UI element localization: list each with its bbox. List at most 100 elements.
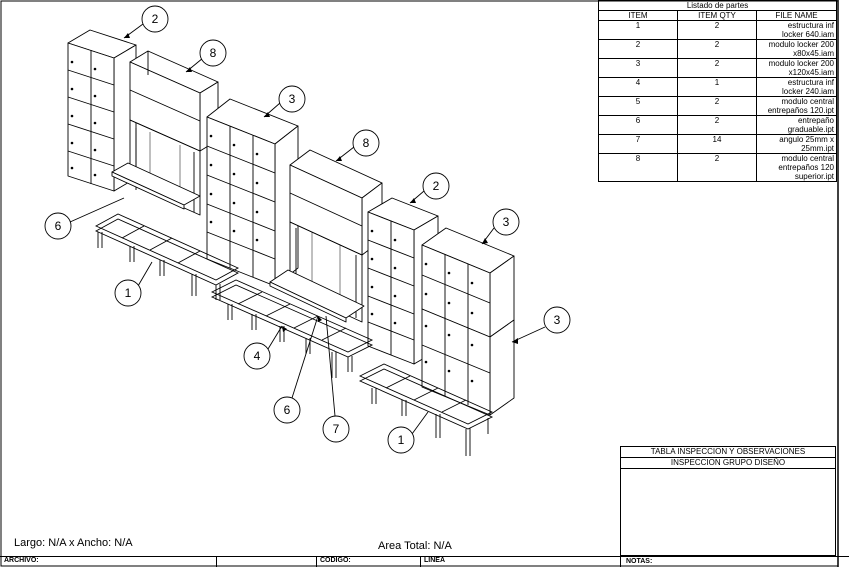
- balloon-7: 7: [322, 315, 350, 443]
- balloon-1-right: 1: [387, 411, 429, 454]
- balloon-4: 4: [243, 325, 283, 370]
- cell-qty: 2: [677, 58, 757, 78]
- shelf-6-right: [269, 269, 365, 323]
- balloon-label: 8: [210, 46, 217, 60]
- cell-qty: 2: [677, 153, 757, 182]
- locker-module-3-middle: [206, 98, 299, 287]
- balloon-label: 2: [433, 179, 440, 193]
- balloon-label: 6: [55, 219, 62, 233]
- cell-item: 6: [598, 115, 678, 135]
- cell-item: 8: [598, 153, 678, 182]
- balloon-label: 6: [284, 403, 291, 417]
- title-block: [0, 556, 849, 568]
- linea-label: LINEA: [424, 557, 445, 564]
- file-name-line: x80x45.iam: [793, 49, 834, 58]
- cell-qty: 2: [677, 20, 757, 40]
- archivo-label: ARCHIVO:: [4, 557, 39, 564]
- shelf-6-left: [111, 162, 201, 210]
- balloon-label: 4: [254, 349, 261, 363]
- column-header-file-name: FILE NAME: [756, 10, 837, 21]
- cell-item: 7: [598, 134, 678, 154]
- balloon-8-left: 8: [185, 39, 227, 73]
- file-name-line: entrepaños 120: [778, 163, 834, 172]
- inspection-subtitle: INSPECCION GRUPO DISEÑO: [621, 458, 835, 469]
- parts-list-caption: Listado de partes: [598, 0, 837, 11]
- file-name-line: modulo locker 200: [768, 40, 834, 49]
- cell-qty: 1: [677, 77, 757, 97]
- area-total-label: Area Total: N/A: [378, 540, 452, 552]
- cell-item: 5: [598, 96, 678, 116]
- column-header-item: ITEM: [598, 10, 678, 21]
- file-name-line: estructura inf: [787, 21, 834, 30]
- cell-qty: 2: [677, 115, 757, 135]
- parts-list-table: Listado de partes ITEM ITEM QTY FILE NAM…: [598, 0, 837, 182]
- file-name-line: modulo central: [781, 154, 834, 163]
- file-name-line: entrepaño: [797, 116, 834, 125]
- base-frame-1-left: [94, 213, 240, 300]
- file-name-line: graduable.ipt: [787, 125, 834, 134]
- balloon-label: 3: [289, 92, 296, 106]
- shelf-module-8-right: [289, 149, 383, 256]
- cell-qty: 14: [677, 134, 757, 154]
- balloon-label: 3: [503, 215, 510, 229]
- file-name-line: estructura inf: [787, 78, 834, 87]
- inspection-title: TABLA INSPECCION Y OBSERVACIONES: [621, 447, 835, 458]
- balloon-label: 3: [554, 313, 561, 327]
- file-name-line: entrepaños 120.ipt: [767, 106, 834, 115]
- cell-item: 3: [598, 58, 678, 78]
- balloon-2-top-left: 2: [123, 5, 169, 39]
- balloon-label: 1: [398, 433, 405, 447]
- balloon-3-right-top: 3: [481, 208, 520, 245]
- balloon-2-right: 2: [409, 172, 450, 204]
- notas-label: NOTAS:: [626, 558, 653, 565]
- balloon-8-right: 8: [335, 129, 380, 162]
- cell-qty: 2: [677, 39, 757, 59]
- dimensions-label: Largo: N/A x Ancho: N/A: [14, 537, 133, 549]
- cell-item: 4: [598, 77, 678, 97]
- balloon-label: 8: [363, 136, 370, 150]
- file-name-line: 25mm.ipt: [801, 144, 834, 153]
- cell-item: 2: [598, 39, 678, 59]
- balloon-label: 7: [333, 422, 340, 436]
- balloon-label: 2: [152, 12, 159, 26]
- balloon-6-bottom: 6: [273, 315, 319, 424]
- inspection-table: TABLA INSPECCION Y OBSERVACIONES INSPECC…: [620, 446, 836, 556]
- base-frame-4-middle: [210, 279, 374, 378]
- file-name-line: locker 640.iam: [781, 30, 834, 39]
- column-header-qty: ITEM QTY: [677, 10, 757, 21]
- balloon-3-middle: 3: [263, 85, 306, 118]
- cell-qty: 2: [677, 96, 757, 116]
- file-name-line: angulo 25mm x: [779, 135, 834, 144]
- file-name-line: modulo central: [781, 97, 834, 106]
- file-name-line: modulo locker 200: [768, 59, 834, 68]
- balloon-6-left: 6: [44, 197, 125, 240]
- file-name-line: x120x45.iam: [788, 68, 834, 77]
- balloon-1-left: 1: [114, 261, 153, 307]
- base-frame-1-right: [358, 363, 494, 456]
- balloon-label: 1: [125, 286, 132, 300]
- file-name-line: superior.ipt: [794, 172, 834, 181]
- file-name-line: locker 240.iam: [781, 87, 834, 96]
- shelf-module-8-left: [129, 50, 219, 152]
- codigo-label: CODIGO:: [320, 557, 351, 564]
- locker-module-3-right-top: [421, 227, 515, 338]
